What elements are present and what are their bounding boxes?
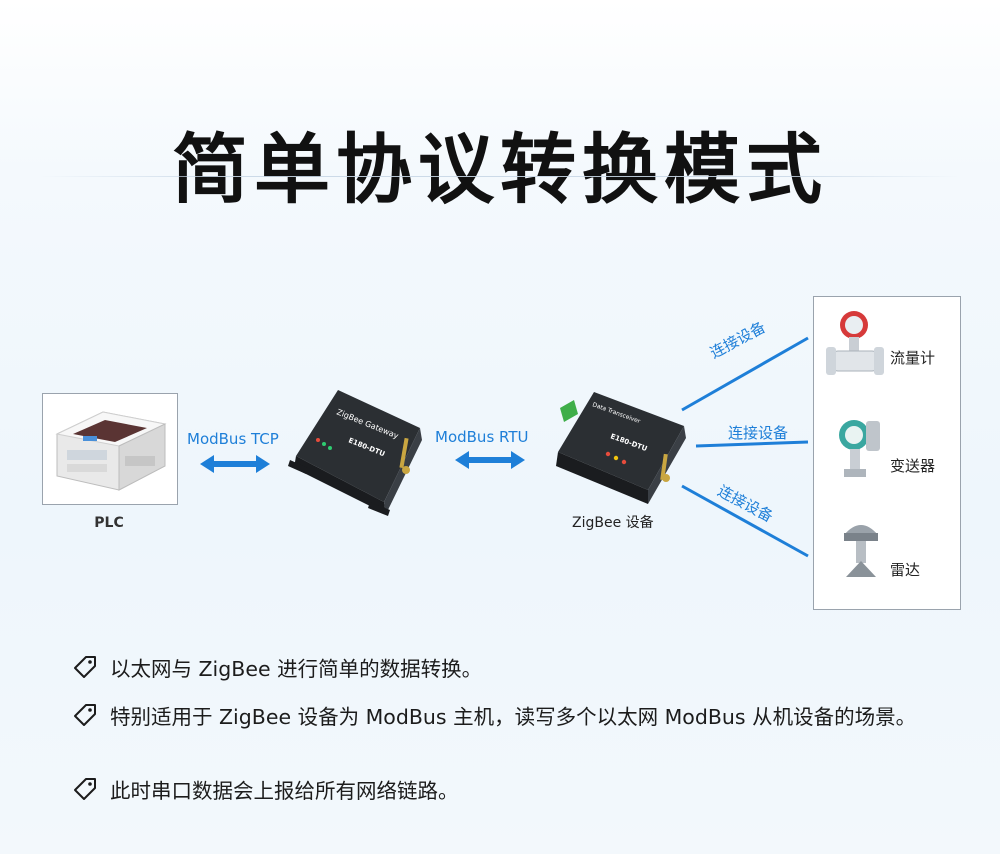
- title-divider: [40, 176, 960, 177]
- protocol-label-tcp: ModBus TCP: [187, 430, 279, 448]
- feature-text-1: 以太网与 ZigBee 进行简单的数据转换。: [110, 657, 483, 681]
- link-label-2: 连接设备: [728, 424, 789, 442]
- flowmeter-icon: [826, 311, 884, 375]
- zigbee-device-icon: Data Transceiver E180-DTU: [556, 392, 686, 504]
- plc-label: PLC: [94, 515, 124, 531]
- zigbee-gateway-icon: ZigBee Gateway E180-DTU: [288, 390, 422, 516]
- device-name-flowmeter: 流量计: [890, 349, 936, 367]
- connection-line-radar: [681, 484, 809, 558]
- tag-icon: [74, 656, 96, 678]
- plc-image-frame: [42, 393, 178, 505]
- radar-level-icon: [844, 525, 878, 577]
- connection-line-transmitter: [695, 440, 809, 448]
- feature-item: 以太网与 ZigBee 进行简单的数据转换。: [72, 652, 970, 686]
- feature-item: 特别适用于 ZigBee 设备为 ModBus 主机，读写多个以太网 ModBu…: [72, 700, 970, 734]
- tag-icon: [74, 778, 96, 800]
- feature-item: 此时串口数据会上报给所有网络链路。: [72, 774, 970, 808]
- device-name-transmitter: 变送器: [890, 457, 936, 475]
- tag-icon: [74, 704, 96, 726]
- field-devices-panel: 流量计 变送器 雷达: [813, 296, 961, 610]
- feature-text-2: 特别适用于 ZigBee 设备为 ModBus 主机，读写多个以太网 ModBu…: [110, 705, 917, 729]
- device-name-radar: 雷达: [890, 561, 921, 579]
- double-arrow-plc-gateway: [200, 455, 270, 473]
- transmitter-icon: [839, 420, 880, 477]
- page-title: 简单协议转换模式: [172, 125, 828, 214]
- feature-text-3: 此时串口数据会上报给所有网络链路。: [110, 779, 459, 803]
- connection-lines: [681, 336, 809, 558]
- protocol-label-rtu: ModBus RTU: [435, 428, 529, 446]
- connection-line-flowmeter: [681, 336, 809, 412]
- double-arrow-gateway-device: [455, 451, 525, 469]
- plc-icon: [55, 411, 167, 491]
- zigbee-device-caption: ZigBee 设备: [572, 515, 654, 531]
